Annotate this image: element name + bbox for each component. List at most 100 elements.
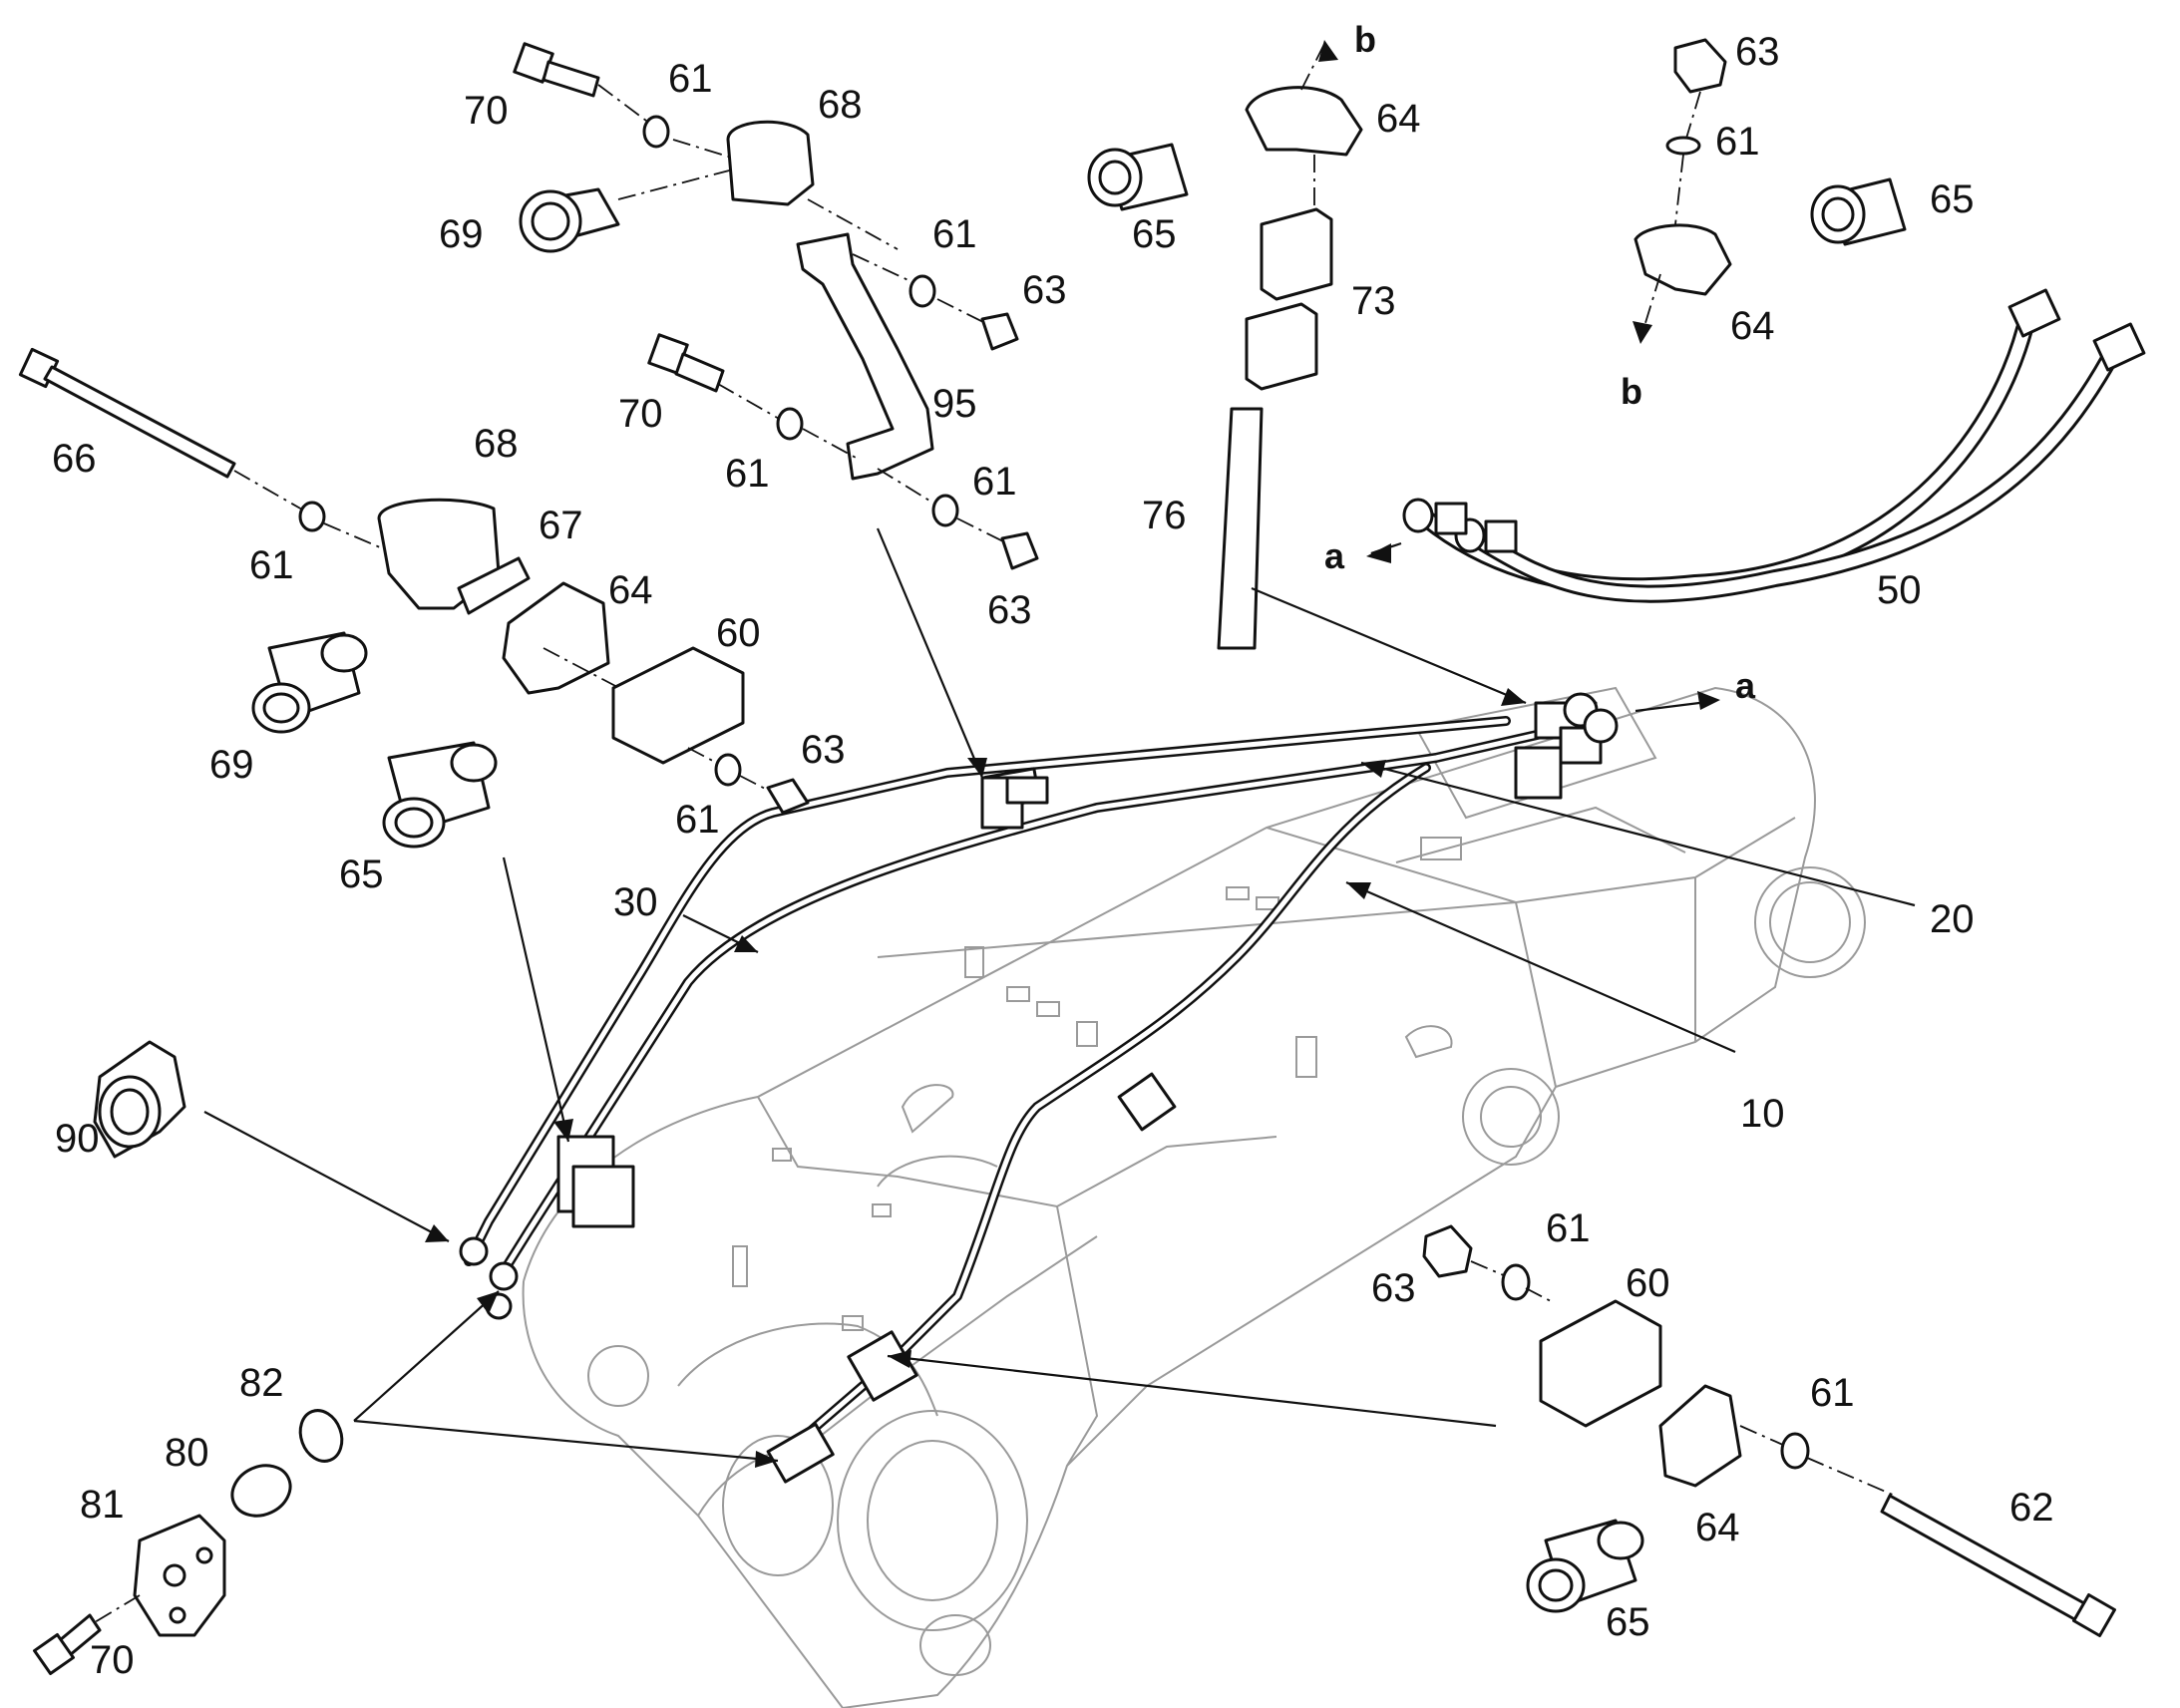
nut-63e-icon: [1422, 1224, 1473, 1278]
callout-61: 61: [1546, 1206, 1591, 1250]
callout-30: 30: [613, 880, 658, 924]
callout-64: 64: [1695, 1506, 1740, 1549]
callout-69: 69: [209, 743, 254, 787]
callout-65: 65: [1606, 1600, 1650, 1644]
callout-67: 67: [539, 504, 583, 547]
direction-markers: b b a a: [1324, 19, 1756, 706]
clamp-64c-icon: [1634, 223, 1732, 296]
block-73-icon: [1260, 207, 1333, 301]
clamp-64b-icon: [1245, 86, 1363, 157]
coupling-90-icon: [93, 1040, 186, 1159]
marker-a: a: [1324, 535, 1345, 576]
callout-70: 70: [618, 392, 663, 436]
washer-61d-icon: [931, 494, 959, 527]
callout-65: 65: [339, 853, 384, 896]
bolt-70c-icon: [33, 1613, 102, 1675]
callout-61: 61: [725, 452, 770, 496]
hoses-50: [1402, 288, 2146, 603]
nut-63d-icon: [1673, 38, 1727, 94]
nut-63-icon: [980, 312, 1019, 351]
callout-64: 64: [1376, 97, 1421, 141]
callout-64: 64: [608, 568, 653, 612]
callout-90: 90: [55, 1117, 100, 1161]
callout-61: 61: [249, 543, 294, 587]
callout-20: 20: [1930, 897, 1975, 941]
callout-63: 63: [801, 728, 846, 772]
callout-68: 68: [474, 422, 519, 466]
callout-80: 80: [165, 1431, 209, 1475]
callout-66: 66: [52, 437, 97, 481]
callout-50: 50: [1877, 568, 1922, 612]
bushing-65b-icon: [1087, 143, 1189, 211]
callout-61: 61: [675, 798, 720, 842]
washer-61g-icon: [1665, 136, 1701, 156]
callout-82: 82: [239, 1361, 284, 1405]
front-connector-group: [33, 1040, 779, 1675]
top-center-group: [1087, 39, 1527, 706]
washer-61h-icon: [1501, 1263, 1531, 1301]
bushing-69b-icon: [251, 631, 368, 734]
callout-70: 70: [90, 1638, 135, 1682]
callout-61: 61: [932, 212, 977, 256]
bushing-69-icon: [519, 187, 620, 253]
callout-60: 60: [716, 611, 761, 655]
callout-95: 95: [932, 382, 977, 426]
stud-76-icon: [1217, 407, 1264, 650]
callout-61: 61: [668, 57, 713, 101]
block-60-icon: [611, 646, 745, 765]
callout-61: 61: [972, 460, 1017, 504]
marker-b: b: [1354, 19, 1376, 60]
callout-62: 62: [2009, 1486, 2054, 1530]
bracket-95-icon: [796, 232, 934, 481]
bushing-65-icon: [382, 741, 498, 849]
callout-70: 70: [464, 89, 509, 133]
washer-61c-icon: [776, 407, 804, 441]
pipe-assemblies: [459, 692, 1619, 1484]
left-clamp-group: [18, 347, 810, 1143]
callout-68: 68: [818, 83, 863, 127]
top-right-group: [1633, 38, 1907, 344]
callout-73: 73: [1351, 279, 1396, 323]
ring-82-icon: [298, 1409, 344, 1463]
bushing-65c-icon: [1810, 177, 1907, 246]
clamp-68b-icon: [377, 498, 501, 610]
clamp-64d-icon: [1658, 1384, 1742, 1488]
callout-65: 65: [1930, 177, 1975, 221]
callout-76: 76: [1142, 494, 1187, 537]
washer-61e-icon: [298, 501, 326, 532]
bolt-70-icon: [513, 42, 600, 98]
marker-a: a: [1735, 665, 1756, 706]
callout-63: 63: [987, 588, 1032, 632]
bushing-65d-icon: [1526, 1519, 1644, 1613]
seal-80-icon: [230, 1464, 292, 1518]
leader-lines: [682, 541, 1916, 1054]
washer-61f-icon: [714, 753, 742, 787]
callout-65: 65: [1132, 212, 1177, 256]
callout-69: 69: [439, 212, 484, 256]
bolt-66-icon: [18, 347, 236, 479]
clamp-68-icon: [726, 120, 815, 206]
callout-labels: 70 61 68 69 61 63 70 95 61 61 63 66 68 6…: [52, 30, 2054, 1682]
callout-64: 64: [1730, 304, 1775, 348]
callout-61: 61: [1715, 120, 1760, 164]
nut-63b-icon: [1000, 531, 1039, 570]
callout-60: 60: [1626, 1261, 1670, 1305]
block-73b-icon: [1245, 302, 1318, 391]
upper-clamp-group: [513, 42, 1039, 779]
clamp-64-icon: [502, 581, 610, 695]
washer-61-icon: [642, 115, 670, 149]
spacer-67-icon: [457, 556, 531, 615]
callout-81: 81: [80, 1483, 125, 1527]
callout-61: 61: [1810, 1371, 1855, 1415]
bolt-62-icon: [1880, 1494, 2116, 1637]
boom-outline: [522, 686, 1866, 1708]
nut-63c-icon: [766, 778, 810, 815]
callout-10: 10: [1740, 1092, 1785, 1136]
washer-61i-icon: [1780, 1432, 1810, 1470]
lower-right-group: [887, 1224, 2116, 1637]
flange-81-icon: [133, 1514, 226, 1637]
callout-63: 63: [1371, 1266, 1416, 1310]
callout-63: 63: [1735, 30, 1780, 74]
bolt-70b-icon: [647, 333, 725, 393]
